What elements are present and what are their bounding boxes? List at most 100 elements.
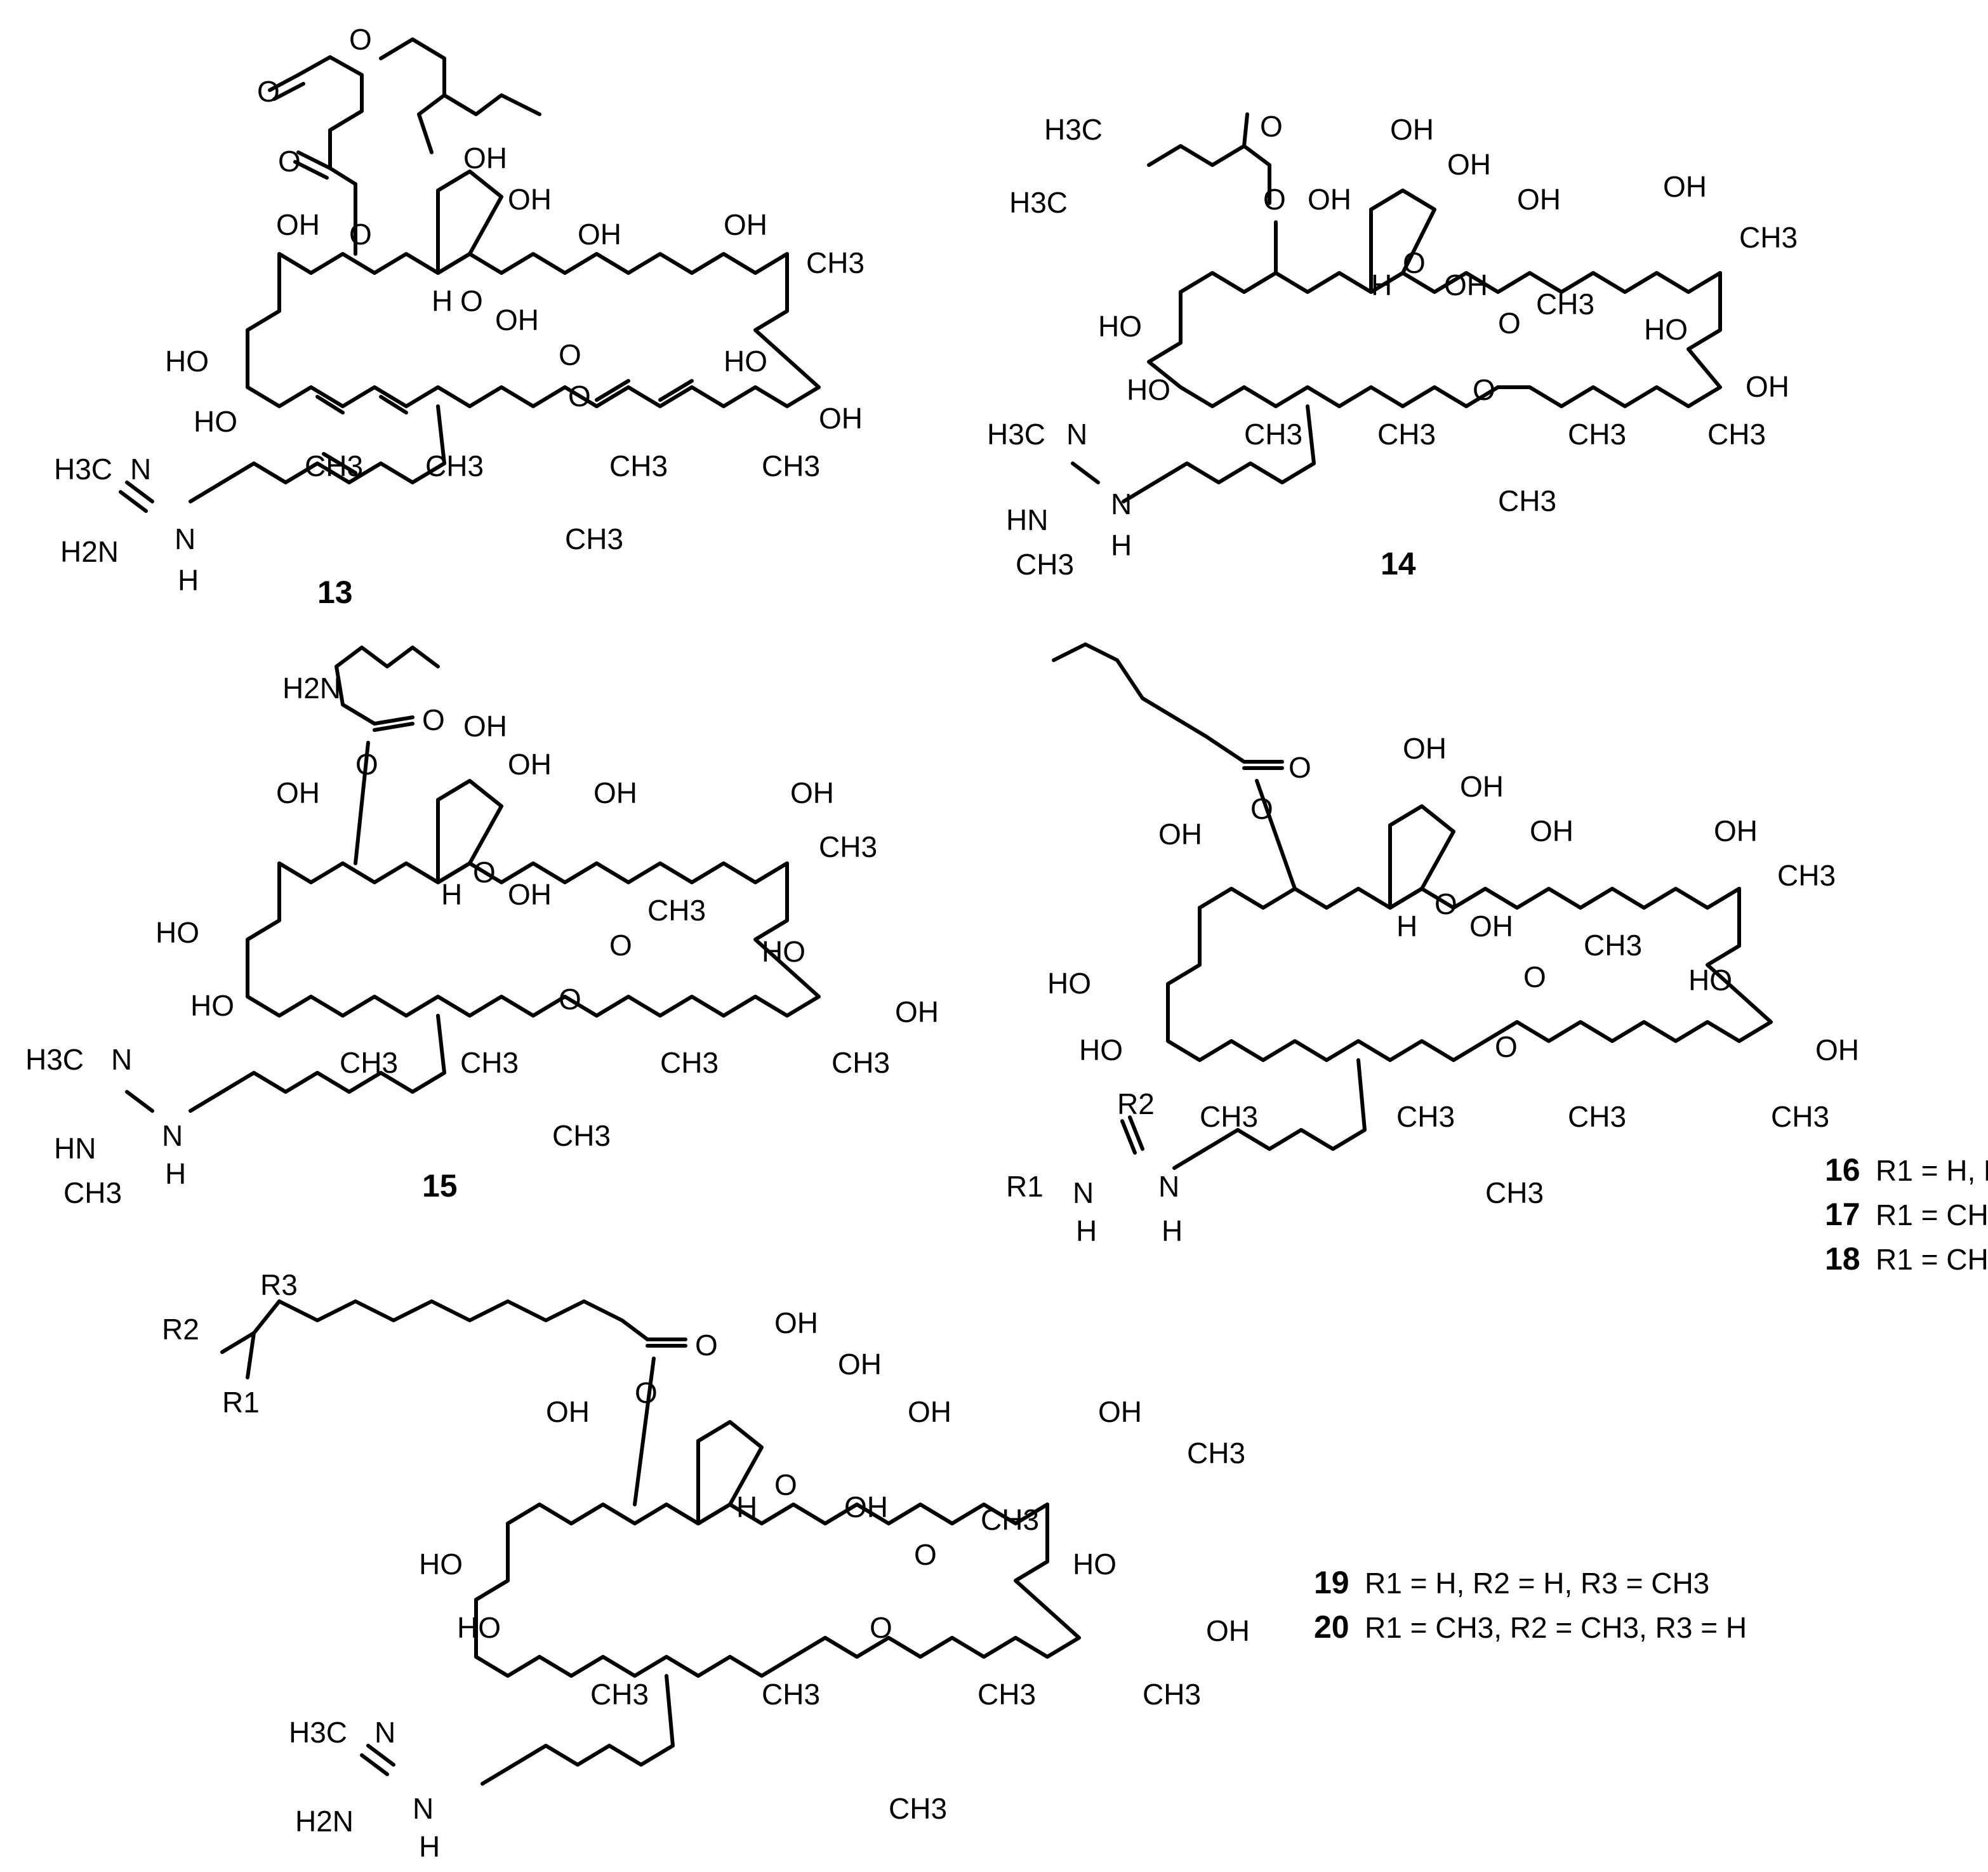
ester-o: O [559, 983, 581, 1016]
amine-label: H2N [60, 535, 119, 568]
hydroxyl-label: HO [1073, 1548, 1117, 1581]
methyl-label: CH3 [590, 1678, 649, 1711]
methyl-label: CH3 [1771, 1100, 1829, 1133]
hydroxyl-label: OH [495, 303, 539, 336]
hydroxyl-label: HO [1127, 373, 1170, 406]
hydroxyl-label: OH [844, 1490, 888, 1523]
methyl-label: CH3 [1707, 418, 1766, 451]
amine-label: HN [1006, 503, 1048, 536]
methyl-label: CH3 [889, 1792, 947, 1825]
compound-16-substituents: R1 = H, R2 = H [1876, 1154, 1988, 1187]
compound-id-18: 18 [1825, 1241, 1860, 1277]
carbonyl-o: O [1289, 751, 1311, 784]
r1-label: R1 [222, 1386, 260, 1419]
methyl-label: CH3 [1568, 418, 1626, 451]
methyl-label: CH3 [1485, 1176, 1544, 1209]
hydroxyl-label: HO [457, 1611, 501, 1644]
compound-17-substituents: R1 = CH3, R2 = H [1876, 1198, 1988, 1231]
methyl-label: CH3 [1536, 288, 1594, 321]
compound-id-14: 14 [1381, 546, 1416, 581]
amine-n: N [413, 1792, 434, 1825]
methyl-label: CH3 [819, 830, 877, 863]
carbonyl-o: O [1498, 307, 1521, 340]
ring-h: H [432, 284, 453, 317]
hydroxyl-label: OH [1447, 148, 1491, 181]
hydroxyl-label: HO [724, 345, 767, 378]
ester-o: O [1473, 373, 1495, 406]
hydroxyl-label: HO [194, 405, 237, 438]
amine-n: N [1073, 1176, 1094, 1209]
methyl-label: H3C [1009, 186, 1068, 219]
amine-h: H [1111, 529, 1132, 562]
hydroxyl-label: OH [774, 1306, 818, 1339]
hydroxyl-label: OH [1469, 910, 1513, 943]
hydroxyl-label: OH [276, 208, 320, 241]
ring-o: O [1403, 246, 1426, 279]
hydroxyl-label: OH [1098, 1395, 1142, 1428]
hydroxyl-label: OH [1158, 818, 1202, 851]
methyl-label: CH3 [1377, 418, 1436, 451]
amine-h: H [165, 1157, 186, 1190]
methyl-label: H3C [25, 1043, 84, 1076]
methyl-label: CH3 [1498, 484, 1556, 517]
ester-o: O [1250, 792, 1273, 825]
r1-label: R1 [1006, 1170, 1044, 1203]
ester-o: O [1495, 1030, 1518, 1063]
hydroxyl-label: OH [593, 776, 637, 809]
methyl-label: CH3 [647, 894, 706, 927]
ring-o: O [460, 284, 483, 317]
hydroxyl-label: OH [276, 776, 320, 809]
hydroxyl-label: HO [1047, 967, 1091, 1000]
hydroxyl-label: OH [724, 208, 767, 241]
compound-17-legend: 17 R1 = CH3, R2 = H [1825, 1197, 1988, 1232]
ring-h: H [441, 878, 462, 911]
hydroxyl-label: OH [819, 402, 863, 435]
compound-20-substituents: R1 = CH3, R2 = CH3, R3 = H [1365, 1611, 1747, 1644]
methyl-label: CH3 [762, 449, 820, 482]
hydroxyl-label: OH [463, 142, 507, 175]
ester-o: O [349, 23, 372, 56]
carbonyl-o: O [278, 145, 301, 178]
methyl-label: H3C [289, 1716, 347, 1749]
hydroxyl-label: HO [419, 1548, 463, 1581]
methyl-label: CH3 [1244, 418, 1302, 451]
hydroxyl-label: HO [1098, 310, 1142, 343]
methyl-label: CH3 [340, 1046, 398, 1079]
imine-n: N [374, 1716, 395, 1749]
methyl-label: CH3 [806, 246, 865, 279]
methyl-label: CH3 [460, 1046, 519, 1079]
methyl-label: CH3 [977, 1678, 1036, 1711]
ester-o: O [1263, 183, 1286, 216]
hydroxyl-label: OH [1663, 170, 1707, 203]
hydroxyl-label: OH [1390, 113, 1434, 146]
hydroxyl-label: OH [578, 218, 621, 251]
r3-label: R3 [260, 1268, 298, 1301]
amine-n: N [162, 1119, 183, 1152]
r2-label: R2 [1117, 1087, 1155, 1120]
hydroxyl-label: HO [156, 916, 199, 949]
hydroxyl-label: OH [508, 748, 552, 781]
compound-id-17: 17 [1825, 1197, 1860, 1232]
hydroxyl-label: HO [190, 989, 234, 1022]
hydroxyl-label: OH [790, 776, 834, 809]
methyl-label: CH3 [1143, 1678, 1201, 1711]
ring-h: H [1371, 269, 1392, 302]
compound-id-15: 15 [422, 1168, 458, 1204]
compound-19-substituents: R1 = H, R2 = H, R3 = CH3 [1365, 1567, 1709, 1600]
compound-id-19: 19 [1314, 1565, 1349, 1600]
ester-o: O [568, 380, 591, 413]
amine-h: H [1162, 1214, 1183, 1247]
compound-14-structure: H3C H3C O O OH OH OH OH OH OH H O CH3 CH… [987, 110, 1798, 581]
imine-n: N [1066, 418, 1087, 451]
compound-16-legend: 16 R1 = H, R2 = H [1825, 1152, 1988, 1188]
ester-o: O [870, 1611, 892, 1644]
hydroxyl-label: HO [1079, 1033, 1123, 1066]
methyl-label: CH3 [832, 1046, 890, 1079]
hydroxyl-label: OH [1746, 370, 1789, 403]
compound-18-substituents: R1 = CH3, R2 = CH3 [1876, 1243, 1988, 1276]
carbonyl-o: O [422, 703, 445, 736]
methyl-label: CH3 [1568, 1100, 1626, 1133]
ring-o: O [1435, 887, 1457, 920]
